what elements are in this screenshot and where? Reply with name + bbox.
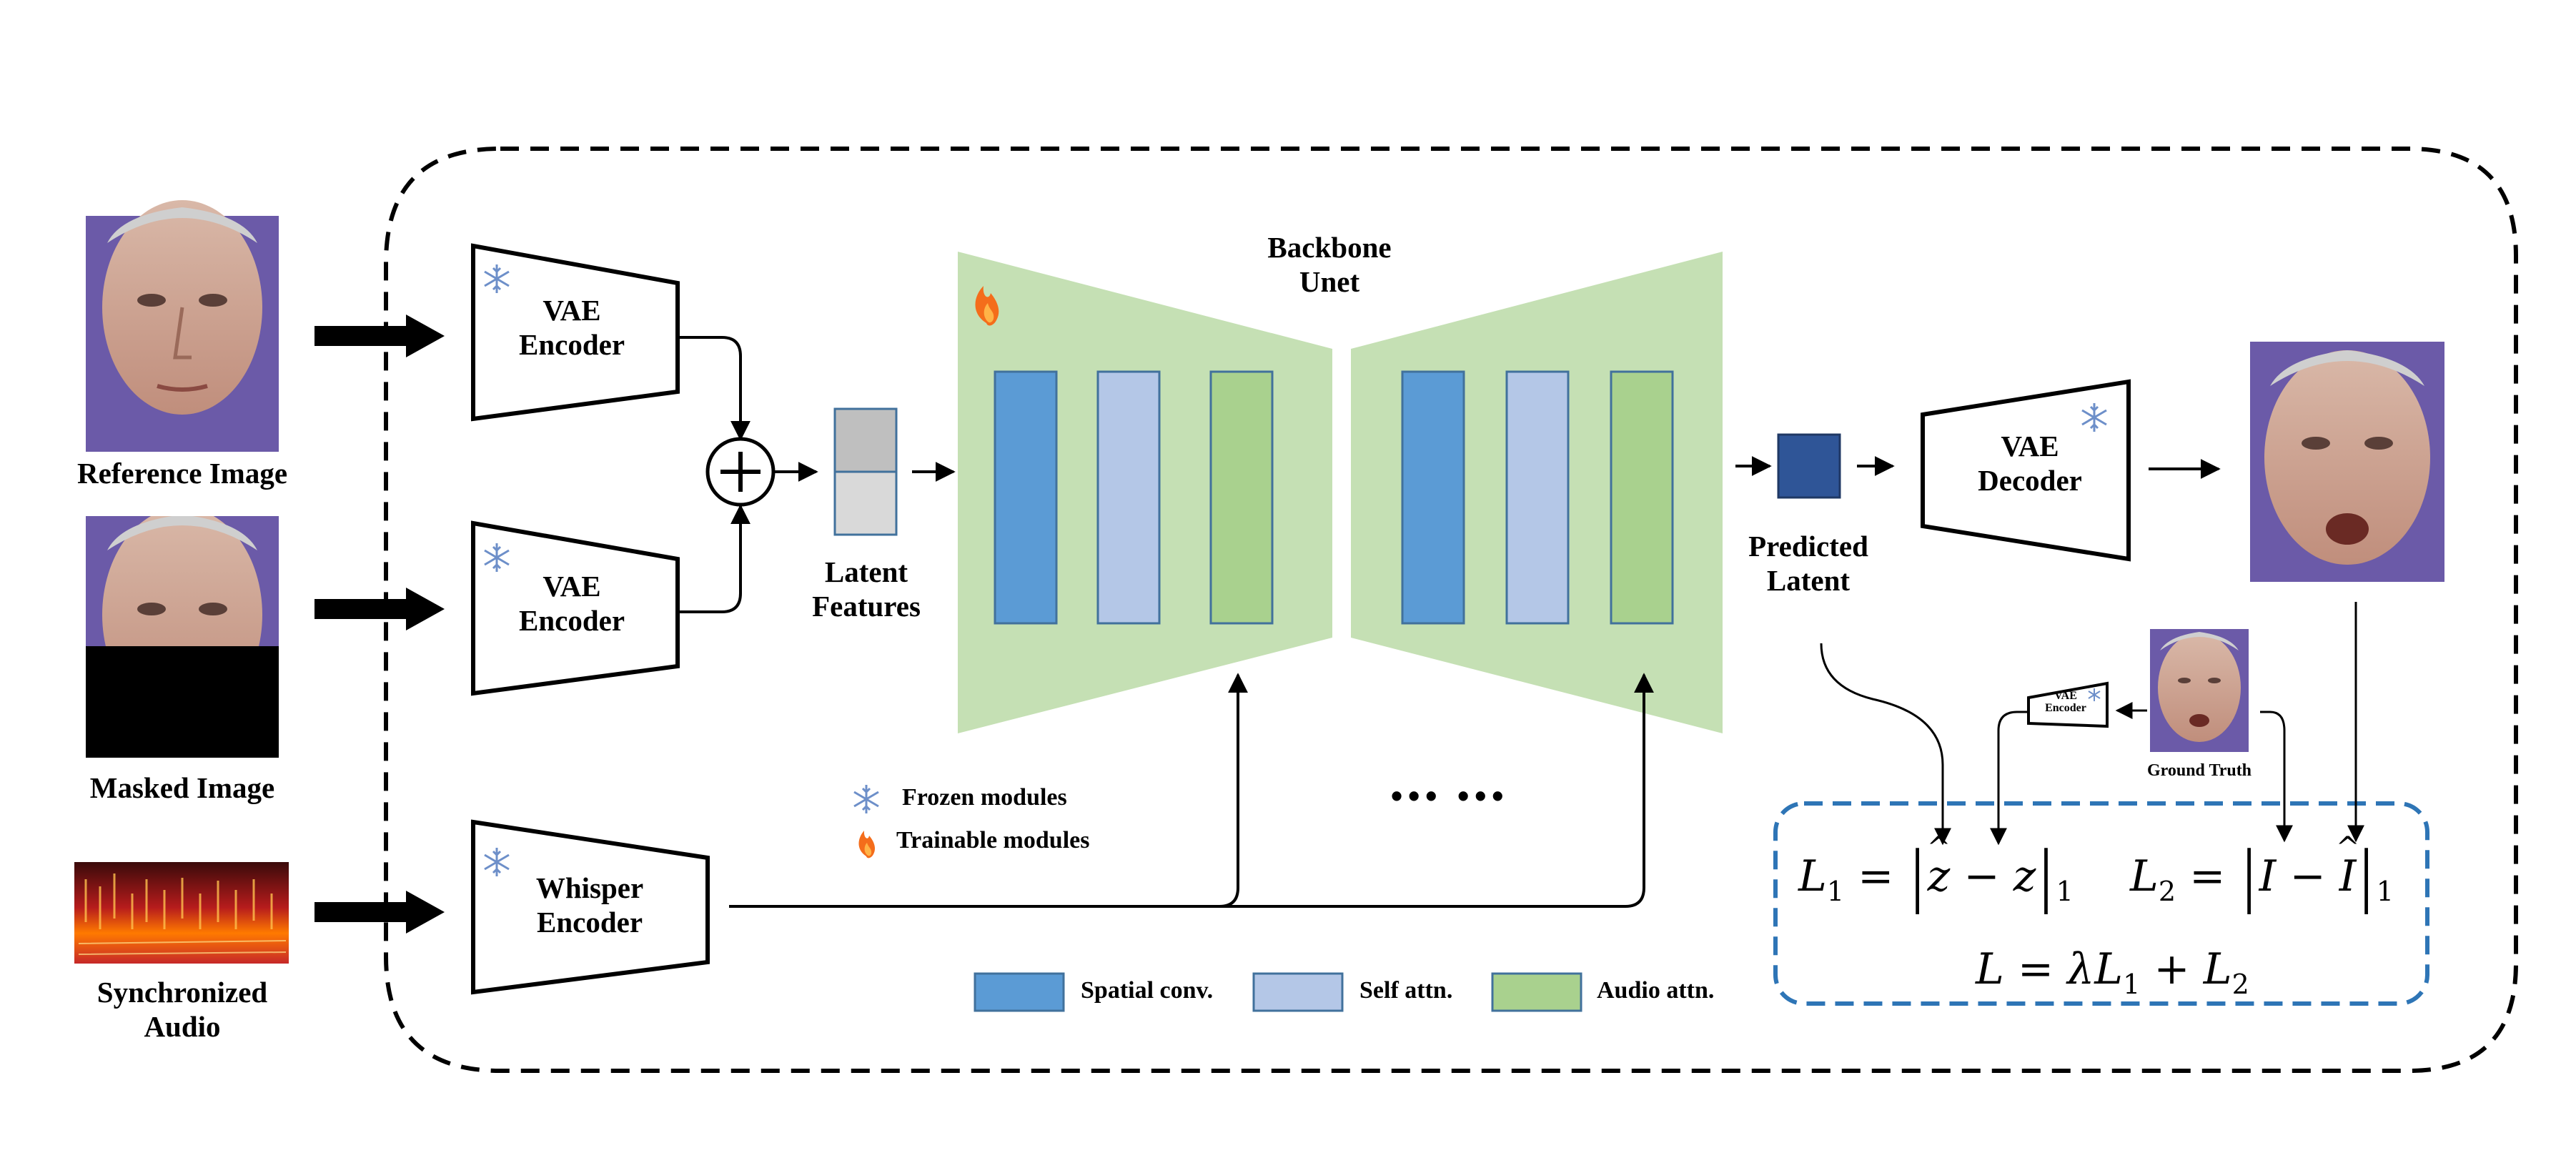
flame-icon [975,286,999,326]
legend-spatial-label: Spatial conv. [1081,977,1214,1004]
ground-truth-label: Ground Truth [2146,761,2252,780]
vae-encoder-top-shape [471,243,680,422]
flame-icon [858,831,876,858]
ground-truth-face-image [2150,629,2249,752]
legend-audio-attn-label: Audio attn. [1597,977,1715,1004]
gt-to-loss-arrow [2260,711,2293,843]
snowflake-icon [484,543,510,572]
ellipsis: ••• ••• [1391,777,1510,814]
latent-features-block [833,407,898,536]
loss-box [1773,801,2429,1006]
legend-trainable-label: Trainable modules [896,827,1090,853]
input-arrows [314,315,445,934]
spatial-conv-block [994,370,1058,625]
legend-swatch-audio-attn [1491,972,1582,1012]
predicted-to-loss-arrow [1820,643,1951,846]
audio-attn-block [1610,370,1674,625]
legend-frozen-label: Frozen modules [902,784,1067,811]
sum-node [705,437,776,507]
whisper-encoder-shape [471,819,710,995]
equation-l2: L2 = |I − I|1 [2130,843,2394,910]
snowflake-icon [853,785,879,813]
predicted-latent-block [1777,433,1841,499]
vae-decoder-label: VAE Decoder [1978,430,2082,498]
audio-attn-block [1209,370,1274,625]
masked-face-image [86,516,279,758]
spatial-conv-block [1401,370,1465,625]
training-boundary [384,147,2518,1073]
latent-features-label: Latent Features [812,555,921,623]
equation-l1: L1 = |z − z|1 [1798,843,2074,910]
mini-encoder-to-loss-arrow [1990,711,2027,846]
predicted-latent-label: Predicted Latent [1748,530,1868,598]
reference-image-label: Reference Image [76,457,288,490]
reference-face-image [86,200,279,452]
self-attn-block [1505,370,1570,625]
output-face-image [2250,342,2444,582]
snowflake-icon [2088,688,2101,701]
synchronized-audio-label: Synchronized Audio [96,976,268,1044]
vae-decoder-shape [1921,379,2131,562]
encoder-top-to-sum [678,336,750,441]
legend-swatch-spatial [974,972,1065,1012]
vae-encoder-bottom-label: VAE Encoder [518,570,625,638]
mini-vae-encoder-shape [2027,681,2109,728]
whisper-encoder-label: Whisper Encoder [535,871,644,939]
whisper-to-unet-up [1219,673,1654,908]
unet-blocks [994,370,1674,625]
legend-self-attn-label: Self attn. [1359,977,1453,1004]
snowflake-icon [484,264,510,293]
masked-image-label: Masked Image [89,771,275,804]
vae-encoder-top-label: VAE Encoder [518,294,625,362]
encoder-bottom-to-sum [678,504,750,613]
legend-swatch-self-attn [1252,972,1344,1012]
vae-encoder-bottom-shape [471,520,680,696]
audio-spectrogram [74,862,289,964]
snowflake-icon [2081,403,2107,432]
backbone-unet-label: Backbone Unet [1267,231,1392,299]
mini-vae-encoder-label: VAE Encoder [2045,690,2086,714]
self-attn-block [1096,370,1161,625]
snowflake-icon [484,848,510,876]
equation-total-loss: L = λL1 + L2 [1976,944,2249,1000]
